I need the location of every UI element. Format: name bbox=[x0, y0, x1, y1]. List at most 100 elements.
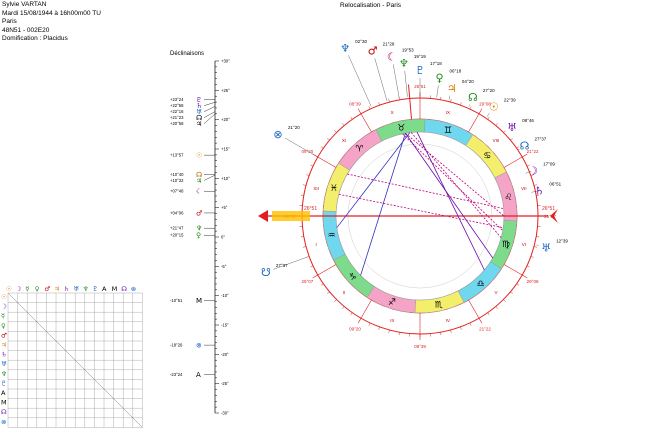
ring-tick bbox=[320, 146, 324, 149]
ring-tick bbox=[536, 194, 540, 196]
subject-name: Sylvie VARTAN bbox=[2, 1, 47, 8]
house-number: I bbox=[316, 242, 317, 247]
grid-row-glyph: ♂ bbox=[1, 331, 7, 339]
decl-leader bbox=[203, 102, 216, 106]
planet-degree: 06°18 bbox=[449, 68, 461, 73]
planet-glyph: ♆ bbox=[340, 42, 350, 55]
aspect-line bbox=[405, 132, 505, 217]
grid-col-glyph: M bbox=[112, 285, 118, 293]
grid-row-glyph: ♆ bbox=[1, 370, 7, 378]
planet-glyph: ♇ bbox=[415, 64, 425, 77]
planet-leader bbox=[436, 85, 439, 98]
decl-glyph: ☊ bbox=[196, 171, 202, 179]
planet-degree: 27°37 bbox=[534, 137, 546, 142]
grid-row-glyph: ♇ bbox=[1, 379, 7, 387]
grid-row-glyph: ♄ bbox=[1, 351, 7, 359]
decl-value: +07°48 bbox=[170, 189, 184, 194]
ring-tick bbox=[350, 312, 353, 316]
planet-degree: 27°37 bbox=[276, 263, 288, 268]
planet-leader bbox=[517, 148, 520, 151]
decl-value: +23°24 bbox=[170, 97, 184, 102]
grid-row-glyph: ☽ bbox=[1, 303, 7, 311]
chart-header: Sylvie VARTAN Mardi 15/08/1944 à 16h00m0… bbox=[2, 1, 101, 44]
planet-degree: 19°19 bbox=[414, 54, 426, 59]
cusp-degree: 09°39 bbox=[414, 344, 426, 349]
planet-glyph: ♃ bbox=[447, 82, 457, 95]
ring-tick bbox=[450, 99, 452, 103]
decl-value: +21°23 bbox=[170, 115, 184, 120]
planet-degree: 02°30 bbox=[355, 39, 367, 44]
planet-degree: 08°46 bbox=[522, 118, 534, 123]
grid-col-glyph: ♅ bbox=[73, 285, 79, 293]
grid-row-glyph: A bbox=[1, 389, 6, 397]
house-number: VII bbox=[521, 186, 527, 191]
decl-tick-label: -10° bbox=[221, 293, 229, 298]
birth-place: Paris bbox=[2, 18, 17, 26]
ring-tick bbox=[495, 306, 498, 309]
decl-tick-label: +10° bbox=[221, 176, 230, 181]
decl-value: -18°26 bbox=[170, 343, 183, 348]
grid-row-glyph: ☿ bbox=[1, 312, 5, 320]
decl-tick-label: -30° bbox=[221, 411, 229, 416]
mc-axis bbox=[407, 84, 413, 120]
planet-leader bbox=[404, 70, 408, 97]
decl-tick-label: -15° bbox=[221, 323, 229, 328]
grid-col-glyph: ♄ bbox=[64, 285, 70, 293]
decl-tick-label: +25° bbox=[221, 88, 230, 93]
ring-tick bbox=[327, 291, 330, 294]
zodiac-glyph: ♓ bbox=[330, 184, 338, 194]
house-number: VI bbox=[522, 242, 526, 247]
cusp-degree: 25°07 bbox=[544, 214, 556, 219]
planet-degree: 21°28 bbox=[383, 42, 395, 47]
ring-tick bbox=[510, 291, 513, 294]
ring-tick bbox=[510, 138, 513, 141]
planet-degree: 17°18 bbox=[430, 61, 442, 66]
house-cusp bbox=[357, 299, 372, 324]
ring-tick bbox=[342, 123, 345, 126]
grid-col-glyph: ☽ bbox=[16, 285, 22, 293]
chart-title: Relocalisation - Paris bbox=[340, 2, 402, 9]
zodiac-glyph: ♊ bbox=[444, 126, 452, 136]
planet-glyph: ♅ bbox=[507, 121, 517, 134]
planet-degree: 27°20 bbox=[483, 88, 495, 93]
decl-glyph: ♇ bbox=[196, 96, 202, 104]
house-number: IX bbox=[446, 110, 450, 115]
grid-col-glyph: ☿ bbox=[25, 285, 29, 293]
asc-arrow bbox=[258, 210, 268, 222]
house-cusp bbox=[312, 264, 337, 279]
decl-glyph: ☉ bbox=[196, 152, 202, 160]
ring-tick bbox=[469, 322, 472, 326]
decl-value: +22°58 bbox=[170, 103, 184, 108]
ring-tick bbox=[503, 299, 506, 302]
ring-tick bbox=[306, 174, 310, 176]
decl-value: -23°24 bbox=[170, 372, 183, 377]
decl-tick-label: +15° bbox=[221, 147, 230, 152]
aspect-line bbox=[336, 132, 411, 228]
ring-tick bbox=[342, 306, 345, 309]
zodiac-glyph: ♒ bbox=[327, 231, 335, 241]
planet-glyph: ♆ bbox=[399, 57, 409, 70]
planet-leader bbox=[468, 104, 470, 107]
decl-value: +20°58 bbox=[170, 121, 184, 126]
house-cusp bbox=[503, 153, 528, 168]
decl-leader bbox=[203, 113, 216, 124]
planet-leader bbox=[273, 256, 308, 270]
zodiac-glyph: ♎ bbox=[477, 279, 485, 289]
decl-glyph: ☾ bbox=[196, 188, 202, 196]
zodiac-glyph: ♐ bbox=[388, 298, 396, 308]
aspect-line bbox=[347, 173, 504, 210]
decl-glyph: ♀ bbox=[196, 232, 201, 240]
planet-glyph: ☉ bbox=[489, 101, 499, 114]
planet-glyph: ☽ bbox=[528, 164, 538, 177]
ring-tick bbox=[440, 332, 442, 336]
zodiac-glyph: ♏ bbox=[435, 301, 443, 311]
grid-col-glyph: ♇ bbox=[92, 285, 98, 293]
ring-tick bbox=[495, 123, 498, 126]
ring-tick bbox=[460, 102, 462, 106]
house-system: Domification : Placidus bbox=[2, 35, 68, 43]
planet-degree: 06°51 bbox=[549, 182, 561, 187]
ring-tick bbox=[530, 174, 534, 176]
house-cusp bbox=[312, 153, 337, 168]
decl-value: -10°51 bbox=[170, 298, 183, 303]
